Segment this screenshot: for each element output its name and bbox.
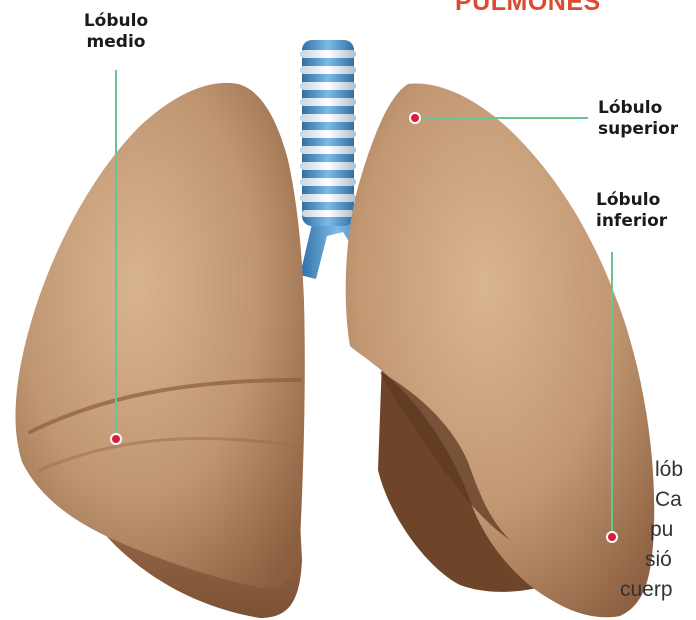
label-lobulo-inferior: Lóbulo inferior <box>596 190 667 232</box>
label-medio-line-2: medio <box>70 32 162 53</box>
label-inferior-line-2: inferior <box>596 211 667 232</box>
label-inferior-line-1: Lóbulo <box>596 190 667 211</box>
label-superior-line-2: superior <box>598 119 678 140</box>
label-medio-line-1: Lóbulo <box>70 11 162 32</box>
label-lobulo-superior: Lóbulo superior <box>598 98 678 140</box>
diagram-title: PULMONES <box>455 0 601 17</box>
marker-dot-superior <box>410 113 420 123</box>
side-text-line-3: pu <box>650 515 683 545</box>
side-text-line-5: cuerp <box>620 575 683 605</box>
marker-dot-inferior <box>607 532 617 542</box>
side-text-line-4: sió <box>645 545 683 575</box>
side-text-line-2: Ca <box>655 485 683 515</box>
marker-dot-medio <box>111 434 121 444</box>
label-lobulo-medio: Lóbulo medio <box>70 11 162 53</box>
side-text-fragment: lób Ca pu sió cuerp <box>640 455 683 605</box>
left-lung <box>15 83 304 618</box>
label-superior-line-1: Lóbulo <box>598 98 678 119</box>
side-text-line-1: lób <box>655 455 683 485</box>
left-lung-body <box>15 83 304 589</box>
